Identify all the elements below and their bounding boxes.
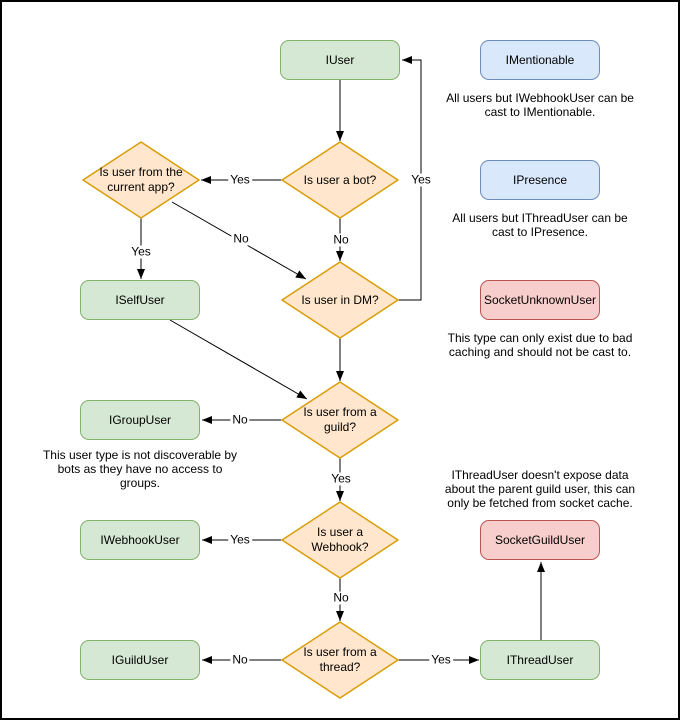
decision-label-is-bot: Is user a bot? — [282, 142, 398, 218]
edge-label-bot-yes: Yes — [228, 172, 252, 187]
decision-line: Is user from a — [303, 405, 377, 419]
note-line: about the parent guild user, this can — [444, 482, 636, 496]
decision-line: Is user a bot? — [303, 172, 377, 187]
node-ithreaduser: IThreadUser — [480, 640, 600, 680]
decision-line: Is user from a — [303, 645, 377, 659]
note-line: caching and should not be cast to. — [448, 345, 632, 359]
edge-label-currentapp-yes: Yes — [129, 244, 153, 259]
node-socketunknownuser: SocketUnknownUser — [480, 280, 600, 320]
note-line: This type can only exist due to bad — [447, 331, 633, 345]
note-line: bots as they have no access to — [57, 462, 223, 476]
decision-line: guild? — [323, 420, 357, 434]
edge-iselfuser-to-fromguild — [169, 319, 308, 400]
node-socketguilduser: SocketGuildUser — [480, 520, 600, 560]
decision-line: Is user a — [316, 525, 364, 539]
edge-label-thread-yes: Yes — [429, 652, 453, 667]
note-line: This user type is not discoverable by — [42, 448, 238, 462]
note-line: cast to IMentionable. — [484, 105, 596, 119]
node-imentionable: IMentionable — [480, 40, 600, 80]
note-imentionable: All users but IWebhookUser can be cast t… — [410, 91, 670, 119]
decision-line: current app? — [107, 180, 175, 194]
decision-label-from-guild: Is user from a guild? — [282, 382, 398, 458]
note-line: IThreadUser doesn't expose data — [451, 468, 629, 482]
edge-label-dm-yes: Yes — [409, 172, 433, 187]
note-igroupuser: This user type is not discoverable by bo… — [20, 448, 260, 490]
node-iuser: IUser — [280, 40, 400, 80]
decision-diamond-from-thread — [280, 621, 400, 699]
note-line: groups. — [119, 476, 161, 490]
edge-label-bot-no: No — [331, 232, 351, 247]
note-socketunknownuser: This type can only exist due to bad cach… — [410, 331, 670, 359]
edge-label-currentapp-no: No — [231, 231, 251, 246]
node-iguilduser: IGuildUser — [80, 640, 200, 680]
decision-diamond-in-dm — [280, 261, 400, 339]
edge-label-thread-no: No — [230, 652, 250, 667]
node-igroupuser: IGroupUser — [80, 400, 200, 440]
decision-diamond-is-webhook — [280, 501, 400, 579]
decision-label-from-thread: Is user from a thread? — [282, 622, 398, 698]
decision-diamond-from-current-app — [81, 141, 201, 219]
note-line: All users but IWebhookUser can be — [446, 91, 634, 105]
edge-label-webhook-yes: Yes — [228, 532, 252, 547]
decision-line: Webhook? — [311, 540, 369, 554]
note-ithreaduser: IThreadUser doesn't expose data about th… — [410, 468, 670, 510]
edge-label-webhook-no: No — [331, 590, 351, 605]
note-line: only be fetched from socket cache. — [447, 496, 633, 510]
decision-line: Is user from the — [99, 165, 183, 179]
note-line: cast to IPresence. — [491, 225, 589, 239]
decision-line: thread? — [319, 660, 361, 674]
decision-label-from-current-app: Is user from the current app? — [83, 142, 199, 218]
node-ipresence: IPresence — [480, 160, 600, 200]
edge-label-guild-yes: Yes — [329, 471, 353, 486]
decision-line: Is user in DM? — [301, 292, 379, 307]
edge-label-guild-no: No — [230, 412, 250, 427]
decision-label-is-webhook: Is user a Webhook? — [282, 502, 398, 578]
decision-label-in-dm: Is user in DM? — [282, 262, 398, 338]
node-iselfuser: ISelfUser — [80, 280, 200, 320]
node-iwebhookuser: IWebhookUser — [80, 520, 200, 560]
note-ipresence: All users but IThreadUser can be cast to… — [410, 211, 670, 239]
decision-diamond-from-guild — [280, 381, 400, 459]
decision-diamond-is-bot — [280, 141, 400, 219]
note-line: All users but IThreadUser can be — [452, 211, 628, 225]
